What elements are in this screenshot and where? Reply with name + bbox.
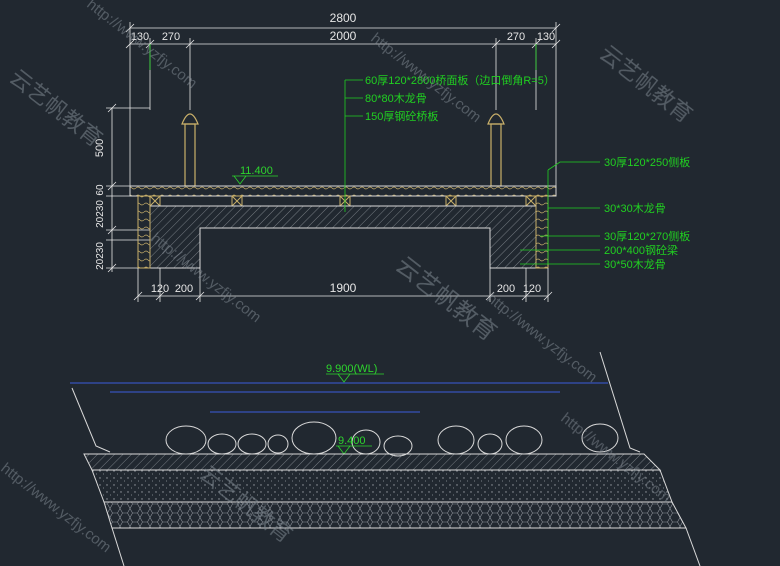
dim-bottom-mid: 1900 bbox=[330, 281, 357, 295]
dim-top-left-1: 130 bbox=[131, 31, 149, 43]
elevation-water-level: 9.900(WL) bbox=[326, 363, 377, 375]
dim-bottom-right-1: 120 bbox=[523, 283, 541, 295]
dim-left-stack-c: 60 bbox=[95, 184, 106, 196]
watermark-brand-1: 云艺帆教育 bbox=[5, 64, 107, 151]
watermark-url-1: http://www.yzfjy.com bbox=[84, 0, 201, 92]
top-dimension-green-ticks bbox=[149, 44, 537, 70]
dim-top-right-2: 270 bbox=[507, 31, 525, 43]
dim-left-stack-b: 20230 bbox=[95, 242, 106, 270]
elevation-deck: 11.400 bbox=[240, 165, 273, 177]
elevation-marker-water bbox=[326, 373, 384, 383]
note-side-plate-top: 30厚120*250侧板 bbox=[604, 155, 690, 169]
dim-top-total: 2800 bbox=[330, 11, 357, 25]
railing-post-right bbox=[487, 113, 505, 187]
concrete-slab bbox=[149, 205, 537, 269]
watermark-brand-3: 云艺帆教育 bbox=[390, 251, 501, 346]
side-plate-right bbox=[535, 195, 549, 269]
elevation-marker-bed bbox=[336, 445, 372, 455]
note-keel-bottom: 30*50木龙骨 bbox=[604, 258, 666, 271]
note-side-plate-bottom: 30厚120*270侧板 bbox=[604, 229, 690, 243]
dim-left-stack: 20230 bbox=[95, 200, 106, 228]
watermark-url-4: http://www.yzfjy.com bbox=[484, 290, 601, 386]
wood-keels bbox=[149, 195, 537, 207]
side-plate-left bbox=[137, 195, 151, 269]
deck-board bbox=[129, 185, 557, 197]
note-keel: 80*80木龙骨 bbox=[365, 92, 427, 105]
elevation-bed: 9.400 bbox=[338, 435, 366, 447]
dim-left-height: 500 bbox=[94, 139, 106, 157]
river-banks bbox=[71, 351, 641, 453]
ground-layers bbox=[83, 453, 701, 566]
leader-lines bbox=[344, 79, 600, 265]
railing-post-left bbox=[181, 113, 199, 187]
note-beam: 200*400钢砼梁 bbox=[604, 243, 678, 257]
dim-bottom-left-2: 200 bbox=[175, 283, 193, 295]
watermark-brand-2: 云艺帆教育 bbox=[595, 40, 697, 127]
dim-top-right-1: 130 bbox=[537, 31, 555, 43]
dim-bottom-right-2: 200 bbox=[497, 283, 515, 295]
elevation-marker-deck bbox=[232, 175, 278, 185]
river-stones bbox=[165, 421, 619, 457]
top-dimensions bbox=[125, 22, 561, 186]
bottom-dimensions bbox=[133, 268, 553, 302]
water-lines bbox=[70, 382, 608, 413]
note-keel-small: 30*30木龙骨 bbox=[604, 202, 666, 215]
watermark-url-3: http://www.yzfjy.com bbox=[148, 230, 265, 326]
dim-bottom-left-1: 120 bbox=[151, 283, 169, 295]
note-deck: 60厚120*2800桥面板（边口倒角R=5） bbox=[365, 73, 555, 87]
dim-top-mid: 2000 bbox=[330, 29, 357, 43]
note-slab: 150厚钢砼桥板 bbox=[365, 109, 438, 123]
dim-top-left-2: 270 bbox=[162, 31, 180, 43]
